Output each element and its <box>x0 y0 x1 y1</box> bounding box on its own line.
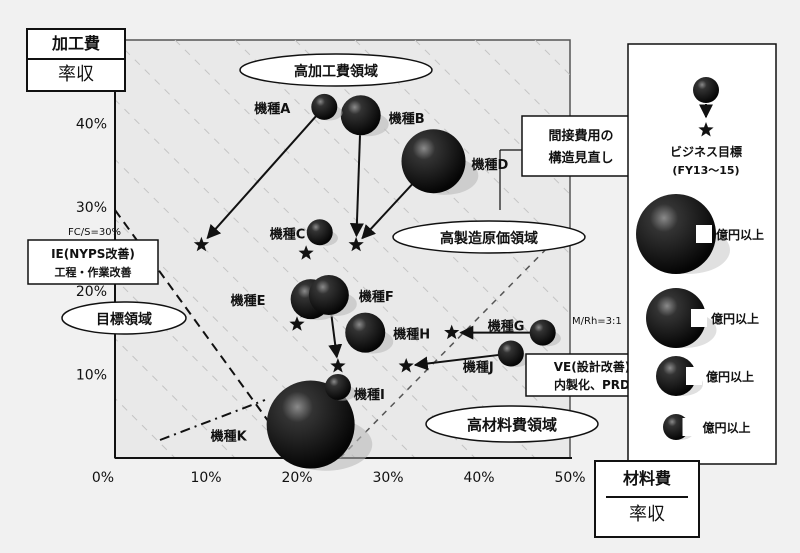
region-target: 目標領域 <box>61 301 187 335</box>
annotation-indirect-cost: 間接費用の 構造見直し <box>521 115 641 177</box>
diagonal-guide <box>115 278 296 458</box>
annotation-ie-line1: IE(NYPS改善) <box>51 246 135 261</box>
x-axis-label-bottom: 率収 <box>629 504 665 525</box>
x-tick-label: 40% <box>463 470 494 486</box>
data-point-bubble <box>529 319 556 346</box>
point-label: 機種E <box>231 293 266 309</box>
legend-size-value-blank <box>696 225 712 243</box>
diagonal-guide <box>115 99 476 458</box>
data-point-bubble <box>401 129 466 194</box>
annotation-ie-line2: 工程・作業改善 <box>55 265 132 279</box>
point-label: 機種A <box>254 101 290 117</box>
point-label: 機種C <box>270 226 306 242</box>
legend-target-label-line2: (FY13～15) <box>672 164 739 177</box>
point-label: 機種K <box>211 429 248 445</box>
axis-ticks: 0% 10% 20% 30% 40% 50% 10% 20% 30% 40% <box>76 117 586 486</box>
legend-size-bubble <box>636 194 716 274</box>
data-point-bubble <box>266 380 355 469</box>
data-point-bubble <box>497 340 524 367</box>
region-high-material-label: 高材料費領域 <box>467 416 557 434</box>
diagonal-guide <box>474 40 570 136</box>
annotation-ve-line1: VE(設計改善) <box>554 359 630 374</box>
x-axis-label-top: 材料費 <box>606 462 688 498</box>
region-high-material: 高材料費領域 <box>425 405 599 443</box>
target-star <box>330 358 346 373</box>
data-point-bubble <box>311 93 338 120</box>
target-star <box>289 316 305 331</box>
y-tick-label: 40% <box>76 117 107 133</box>
target-star <box>398 358 414 373</box>
legend-target-star <box>698 122 714 137</box>
x-tick-label: 20% <box>281 470 312 486</box>
y-tick-label: 20% <box>76 284 107 300</box>
legend-size-bubble <box>646 288 706 348</box>
annotation-ve-improvement: VE(設計改善) 内製化、PRD <box>525 353 659 397</box>
legend-current-ball <box>693 77 719 103</box>
x-tick-label: 30% <box>372 470 403 486</box>
material-boundary-line <box>339 229 566 459</box>
point-label: 機種G <box>488 319 525 335</box>
target-star <box>193 236 210 252</box>
point-label: 機種H <box>393 327 430 343</box>
data-point-bubble <box>340 95 381 136</box>
point-label: 機種I <box>354 387 385 403</box>
point-label: 機種D <box>472 157 509 173</box>
x-axis-label: 材料費 率収 <box>594 460 700 538</box>
improvement-arrow <box>413 353 502 371</box>
annotation-fc-ratio: FC/S=30% <box>68 227 121 238</box>
x-tick-label: 10% <box>190 470 221 486</box>
data-points: 機種A 機種B 機種C 機種D 機種E 機種F 機種G 機種H 機種I 機種J 機種K <box>211 93 561 471</box>
y-axis-label: 加工費 率収 <box>26 28 126 92</box>
y-axis-label-bottom: 率収 <box>58 64 94 85</box>
target-star <box>298 245 314 260</box>
y-tick-label: 30% <box>76 200 107 216</box>
legend-target-label-line1: ビジネス目標 <box>670 144 742 159</box>
diagonal-guide <box>115 40 536 458</box>
data-point-bubble <box>324 373 351 400</box>
diagonal-guide <box>414 40 570 195</box>
x-tick-label: 50% <box>554 470 585 486</box>
legend-size-bubble <box>656 356 696 396</box>
target-star <box>348 236 364 252</box>
region-high-manufacturing-label: 高製造原価領域 <box>440 230 538 247</box>
legend-size-value-blank <box>686 367 702 385</box>
region-high-processing-label: 高加工費領域 <box>294 63 378 80</box>
improvement-arrow <box>349 125 364 238</box>
legend-size-label: 億円以上 <box>703 420 751 435</box>
legend-size-value-blank <box>691 309 707 327</box>
y-tick-label: 10% <box>76 367 107 383</box>
region-high-manufacturing: 高製造原価領域 <box>392 220 586 254</box>
legend-size-value-blank <box>682 418 699 436</box>
annotation-indirect-cost-line1: 間接費用の <box>548 128 613 144</box>
region-target-label: 目標領域 <box>96 311 152 328</box>
legend-size-label: 億円以上 <box>706 369 754 384</box>
y-axis-label-top: 加工費 <box>28 30 124 60</box>
target-star <box>444 324 460 340</box>
cost-boundary-line <box>159 399 266 441</box>
diagonal-guide <box>354 40 570 255</box>
annotation-ie-improvement: IE(NYPS改善) 工程・作業改善 <box>27 239 159 285</box>
annotation-indirect-cost-line2: 構造見直し <box>548 150 613 166</box>
diagonal-guide <box>174 40 570 434</box>
improvement-arrow <box>206 113 319 240</box>
target-stars <box>193 236 460 373</box>
point-label: 機種F <box>359 289 394 305</box>
data-point-bubble <box>345 312 386 353</box>
annotation-mrh-ratio: M/Rh=3:1 <box>572 316 622 327</box>
point-label: 機種B <box>389 111 425 127</box>
diagonal-guide <box>115 337 236 458</box>
region-high-processing: 高加工費領域 <box>239 53 433 87</box>
data-point-bubble <box>308 274 349 315</box>
annotation-ve-line2: 内製化、PRD <box>554 377 630 392</box>
point-label: 機種J <box>463 360 494 376</box>
legend-size-label: 億円以上 <box>711 311 759 326</box>
legend-size-label: 億円以上 <box>716 227 764 242</box>
x-tick-label: 0% <box>92 470 114 486</box>
data-point-bubble <box>306 219 333 246</box>
